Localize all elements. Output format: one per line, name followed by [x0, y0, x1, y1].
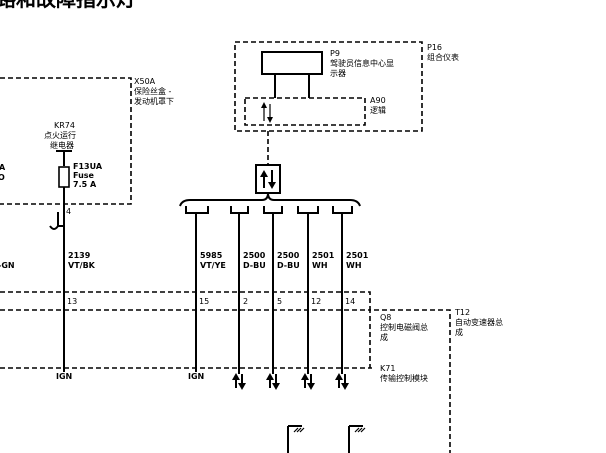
connector-cup-1 — [185, 206, 209, 214]
q8-id: Q8 — [380, 313, 391, 322]
data-bus-arrow-icon — [260, 170, 276, 189]
connector-cup-4 — [297, 206, 319, 214]
bus-brace — [179, 192, 361, 207]
p9-display — [261, 51, 323, 75]
kr74-name-2: 继电器 — [50, 140, 74, 150]
wire-2139-num: 2139 — [68, 251, 91, 260]
a90-bidirectional-arrow-icon — [261, 102, 273, 123]
p9-name-2: 示器 — [330, 69, 346, 78]
t12-name-2: 成 — [455, 327, 463, 337]
wire-2-color: D-BU — [243, 261, 266, 270]
wire-5-color: WH — [346, 261, 362, 270]
p16-box — [234, 41, 423, 132]
connector-cup-3 — [263, 206, 283, 214]
wire-2139-color: VT/BK — [68, 261, 96, 270]
relay-contact-icon — [56, 150, 72, 166]
a90-box — [244, 97, 366, 126]
bidirectional-arrow-icon-1 — [232, 373, 246, 390]
a90-id: A90 — [370, 96, 386, 105]
wire-3-color: D-BU — [277, 261, 300, 270]
x50a-box — [0, 77, 132, 205]
pin-4-connector — [49, 225, 65, 236]
p16-name: 组合仪表 — [427, 52, 459, 62]
bidirectional-arrow-icon-3 — [301, 373, 315, 390]
fuse-rating: 7.5 A — [73, 180, 97, 189]
pin-5: 5 — [277, 297, 282, 306]
data-bus-icon — [255, 164, 281, 194]
p16-id: P16 — [427, 43, 442, 52]
left-label-a: A — [0, 163, 6, 172]
q8-name-1: 控制电磁阀总 — [380, 322, 428, 332]
pin-13: 13 — [67, 297, 77, 306]
x50a-name-1: 保险丝盒 - — [134, 86, 172, 96]
wire-4-num: 2501 — [312, 251, 335, 260]
x50a-name-2: 发动机罩下 — [134, 96, 174, 106]
wire-1-num: 5985 — [200, 251, 223, 260]
t12-id: T12 — [454, 308, 470, 317]
fuse-type: Fuse — [73, 171, 95, 180]
t12-name-1: 自动变速器总 — [455, 317, 503, 327]
q8-boundary — [0, 309, 371, 368]
wire-1-color: VT/YE — [200, 261, 226, 270]
left-label-gn: -GN — [0, 261, 15, 270]
q8-name-2: 成 — [380, 332, 388, 342]
ground-icon-1 — [287, 425, 305, 453]
connector-cup-5 — [332, 206, 353, 214]
connector-cup-2 — [230, 206, 249, 214]
wire-5-num: 2501 — [346, 251, 369, 260]
k71-id: K71 — [380, 364, 395, 373]
pin-2: 2 — [243, 297, 248, 306]
left-label-o: O — [0, 173, 5, 182]
x50a-id: X50A — [134, 77, 156, 86]
pin-12: 12 — [311, 297, 321, 306]
pin-4: 4 — [66, 207, 71, 216]
page-title: 路和故障指示灯 — [0, 0, 136, 11]
p9-name-1: 驾驶员信息中心显 — [330, 58, 394, 68]
ign-right: IGN — [188, 372, 204, 381]
k71-name: 传输控制模块 — [380, 373, 428, 383]
bidirectional-arrow-icon-4 — [335, 373, 349, 390]
fuse-id: F13UA — [73, 162, 103, 171]
p9-id: P9 — [330, 49, 340, 58]
pin-15: 15 — [199, 297, 209, 306]
fuse-icon — [58, 166, 70, 188]
pin-14: 14 — [345, 297, 355, 306]
a90-name: 逻辑 — [370, 105, 386, 115]
wire-2-num: 2500 — [243, 251, 266, 260]
kr74-id: KR74 — [54, 121, 75, 130]
ign-left: IGN — [56, 372, 72, 381]
kr74-name-1: 点火运行 — [44, 130, 76, 140]
wire-3-num: 2500 — [277, 251, 300, 260]
bidirectional-arrow-icon-2 — [266, 373, 280, 390]
ground-icon-2 — [348, 425, 366, 453]
wire-4-color: WH — [312, 261, 328, 270]
